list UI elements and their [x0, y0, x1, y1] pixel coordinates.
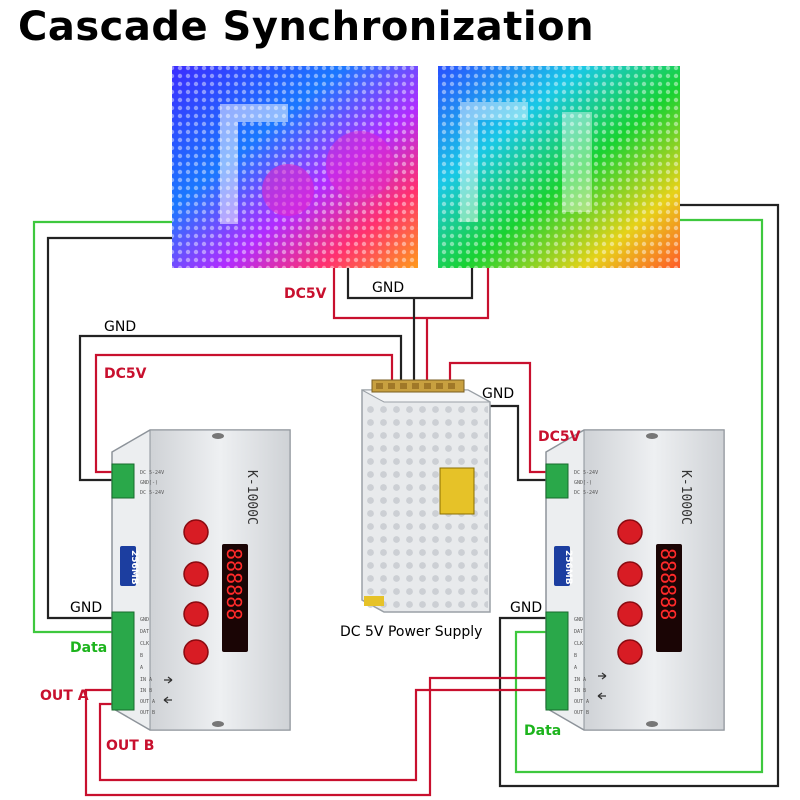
label-data-left: Data: [70, 640, 107, 656]
button-left-3: [183, 601, 209, 627]
pin-right-0: GND: [574, 617, 583, 623]
pin-left-5: IN A: [140, 677, 152, 683]
out-a-wire: [84, 676, 546, 797]
pin-left-2: CLK: [140, 641, 149, 647]
gnd-wire-right-panel: [498, 203, 780, 788]
power-terminal-right: [545, 463, 569, 499]
label-gnd-right-ctrl: GND: [510, 600, 542, 616]
pin-right-1: DAT: [574, 629, 583, 635]
data-wire-right: [514, 218, 764, 774]
button-right-4: [617, 639, 643, 665]
power-terminal-left: [111, 463, 135, 499]
label-gnd-right: GND: [482, 386, 514, 402]
arrow-right-out-icon: [597, 692, 606, 700]
sd-card-right-label: 256MB: [563, 550, 573, 585]
sd-card-right: [554, 546, 570, 586]
controller-right-model: K-1000C: [678, 470, 693, 525]
power-pin-left-2: DC 5-24V: [140, 490, 164, 496]
led-panel-left: [172, 66, 418, 268]
label-gnd-left-ctrl: GND: [70, 600, 102, 616]
button-left-4: [183, 639, 209, 665]
sd-card-left: [120, 546, 136, 586]
button-right-3: [617, 601, 643, 627]
sd-card-left-label: 256MB: [129, 550, 139, 585]
pin-right-5: IN A: [574, 677, 586, 683]
pin-right-4: A: [574, 665, 577, 671]
display-right-digits: 888888: [656, 548, 680, 620]
arrow-right-in-icon: [598, 672, 607, 680]
power-pin-left-0: DC 5-24V: [140, 470, 164, 476]
label-out-b: OUT B: [106, 738, 154, 754]
pin-right-6: IN B: [574, 688, 586, 694]
pin-left-7: OUT A: [140, 699, 155, 705]
pin-right-2: CLK: [574, 641, 583, 647]
pin-left-3: B: [140, 653, 143, 659]
label-dc5v-top: DC5V: [284, 286, 327, 302]
power-pin-right-1: GND(-): [574, 480, 592, 486]
led-panel-right: [438, 66, 680, 268]
button-left-1: [183, 519, 209, 545]
dc5v-wire-left: [94, 353, 394, 474]
controller-right: K-1000C 256MB 888888 GND DAT CLK B A IN …: [545, 429, 725, 731]
display-right: [656, 544, 682, 652]
gnd-wire-left-panel: [46, 236, 172, 620]
controller-left-model: K-1000C: [244, 470, 259, 525]
power-supply: [361, 379, 491, 613]
pin-left-1: DAT: [140, 629, 149, 635]
button-right-2: [617, 561, 643, 587]
label-dc5v-right: DC5V: [538, 429, 581, 445]
power-pin-left-1: GND(-): [140, 480, 158, 486]
label-out-a: OUT A: [40, 688, 89, 704]
pin-left-8: OUT B: [140, 710, 155, 716]
display-left-digits: 888888: [222, 548, 246, 620]
dc5v-wire-panels: [332, 268, 490, 320]
controller-left: K-1000C 256MB 888888 GND DAT CLK B A IN …: [111, 429, 291, 731]
arrow-left-out-icon: [163, 696, 172, 704]
button-left-2: [183, 561, 209, 587]
data-terminal-right: [545, 611, 569, 711]
power-pin-right-2: DC 5-24V: [574, 490, 598, 496]
out-b-wire: [98, 688, 546, 782]
pin-left-6: IN B: [140, 688, 152, 694]
gnd-wire-panels: [346, 268, 474, 300]
data-wire-left: [32, 220, 172, 634]
pin-left-4: A: [140, 665, 143, 671]
label-data-right: Data: [524, 723, 561, 739]
wires: [32, 203, 780, 797]
page-title: Cascade Synchronization: [18, 4, 595, 50]
arrow-left-in-icon: [164, 676, 173, 684]
button-right-1: [617, 519, 643, 545]
gnd-wire-left: [78, 334, 403, 482]
pin-right-8: OUT B: [574, 710, 589, 716]
pin-left-0: GND: [140, 617, 149, 623]
power-pin-right-0: DC 5-24V: [574, 470, 598, 476]
label-gnd-left: GND: [104, 319, 136, 335]
dc5v-wire-right: [448, 361, 546, 474]
pin-right-3: B: [574, 653, 577, 659]
panel-letter-b-block: [220, 104, 238, 224]
label-dc5v-left: DC5V: [104, 366, 147, 382]
pin-right-7: OUT A: [574, 699, 589, 705]
display-left: [222, 544, 248, 652]
label-power-supply: DC 5V Power Supply: [340, 624, 482, 640]
label-gnd-top: GND: [372, 280, 404, 296]
data-terminal-left: [111, 611, 135, 711]
signal-arrows: [163, 672, 607, 704]
